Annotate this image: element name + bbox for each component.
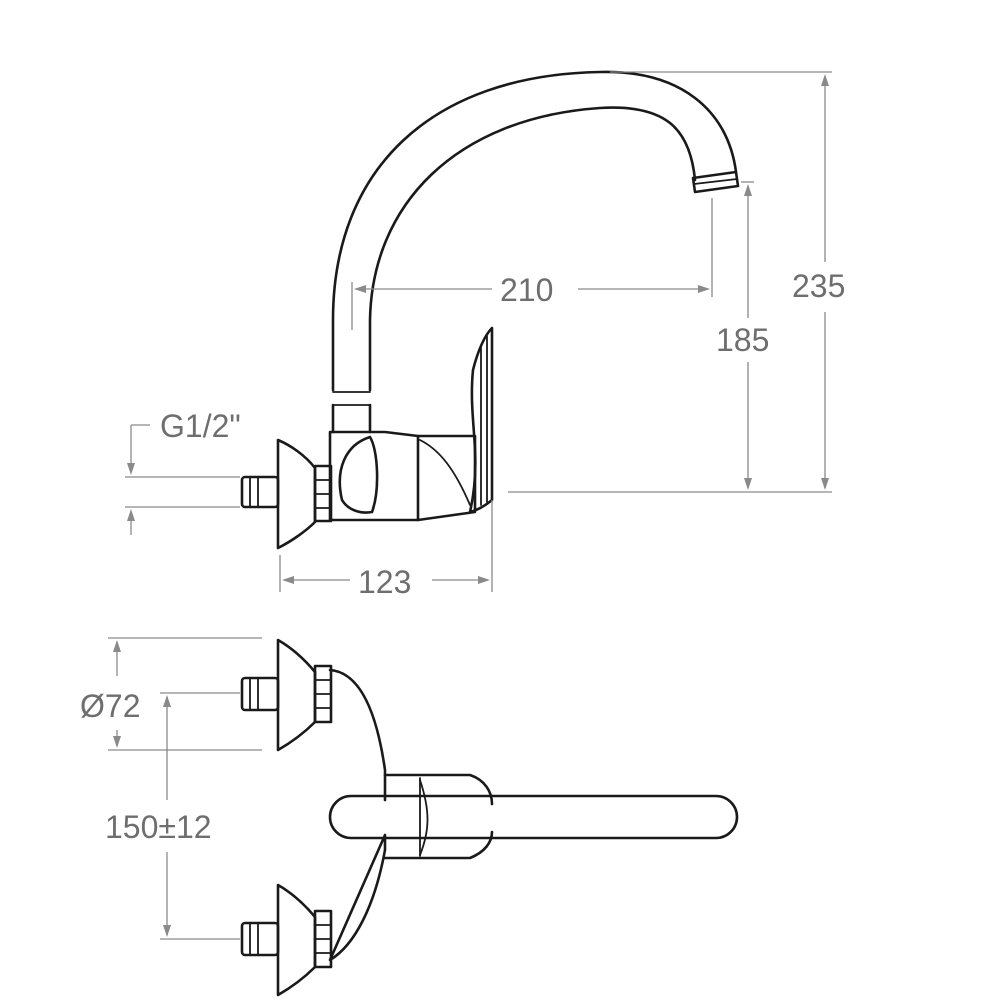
wall-connector-side [240, 438, 333, 550]
side-view [240, 70, 740, 550]
wall-connector-top-lower [240, 883, 333, 997]
spout [331, 70, 740, 434]
mixer-body [328, 430, 477, 522]
dim-thread-label: G1/2" [160, 408, 241, 444]
top-view [240, 638, 739, 997]
spout-top [328, 794, 739, 840]
cartridge-top [383, 773, 494, 860]
lever-handle [468, 326, 494, 514]
mixer-body-top [328, 668, 387, 962]
dimension-arrows [113, 74, 829, 937]
dim-flange-diameter-label: Ø72 [80, 688, 140, 724]
dim-reach-label: 210 [500, 272, 553, 308]
wall-connector-top-upper [240, 638, 333, 752]
dim-depth-label: 123 [358, 564, 411, 600]
dim-center-distance-label: 150±12 [105, 809, 212, 845]
dim-outlet-height-label: 185 [716, 322, 769, 358]
dim-total-height-label: 235 [792, 268, 845, 304]
